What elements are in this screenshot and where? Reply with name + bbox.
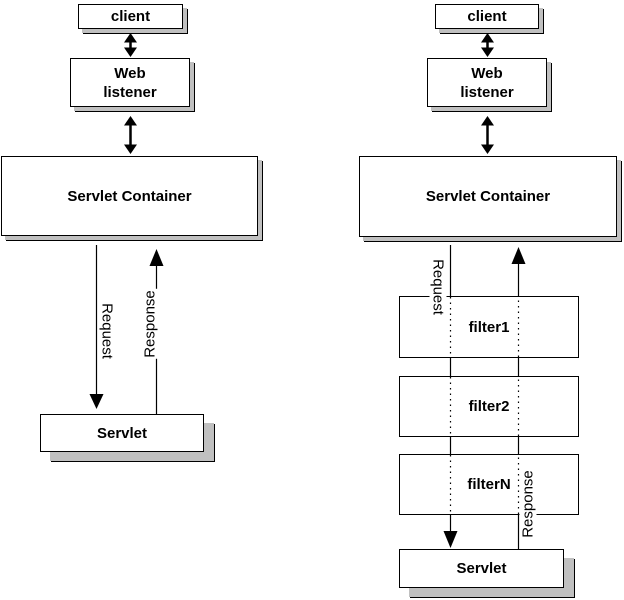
client-weblistener-bidirectional-arrow-right [481,33,494,57]
weblistener-container-bidirectional-arrow-right [481,116,494,154]
box-label: Servlet [456,560,507,577]
box-label: listener [103,83,157,101]
filterN-box: filterN [399,454,579,515]
box-label: Servlet [96,424,148,442]
servlet-box-right: Servlet [399,549,564,588]
box-label: client [467,8,507,25]
box-label: filter2 [468,398,510,415]
request-label-left: Request [98,302,116,360]
box-label: Servlet Container [425,188,551,205]
servlet-container-box-right: Servlet Container [359,156,617,237]
weblistener-container-bidirectional-arrow-left [124,116,137,154]
box-label: filter1 [468,318,510,336]
box-label: Web [114,64,146,82]
filter1-box: filter1 [399,296,579,358]
web-listener-box-right: Web listener [427,58,547,107]
box-label: listener [460,83,514,101]
servlet-container-box-left: Servlet Container [1,156,258,236]
box-label: filterN [467,476,511,493]
client-weblistener-bidirectional-arrow-left [124,33,137,57]
client-box-left: client [78,4,183,29]
filter2-box: filter2 [399,376,579,437]
request-label-right: Request [429,258,447,316]
box-label: client [110,8,151,25]
client-box-right: client [435,4,539,29]
servlet-box-left: Servlet [40,414,204,452]
web-listener-box-left: Web listener [70,58,190,107]
box-label: Web [471,64,503,82]
box-label: Servlet Container [67,187,192,205]
response-label-right: Response [519,469,537,539]
response-label-left: Response [141,289,159,359]
